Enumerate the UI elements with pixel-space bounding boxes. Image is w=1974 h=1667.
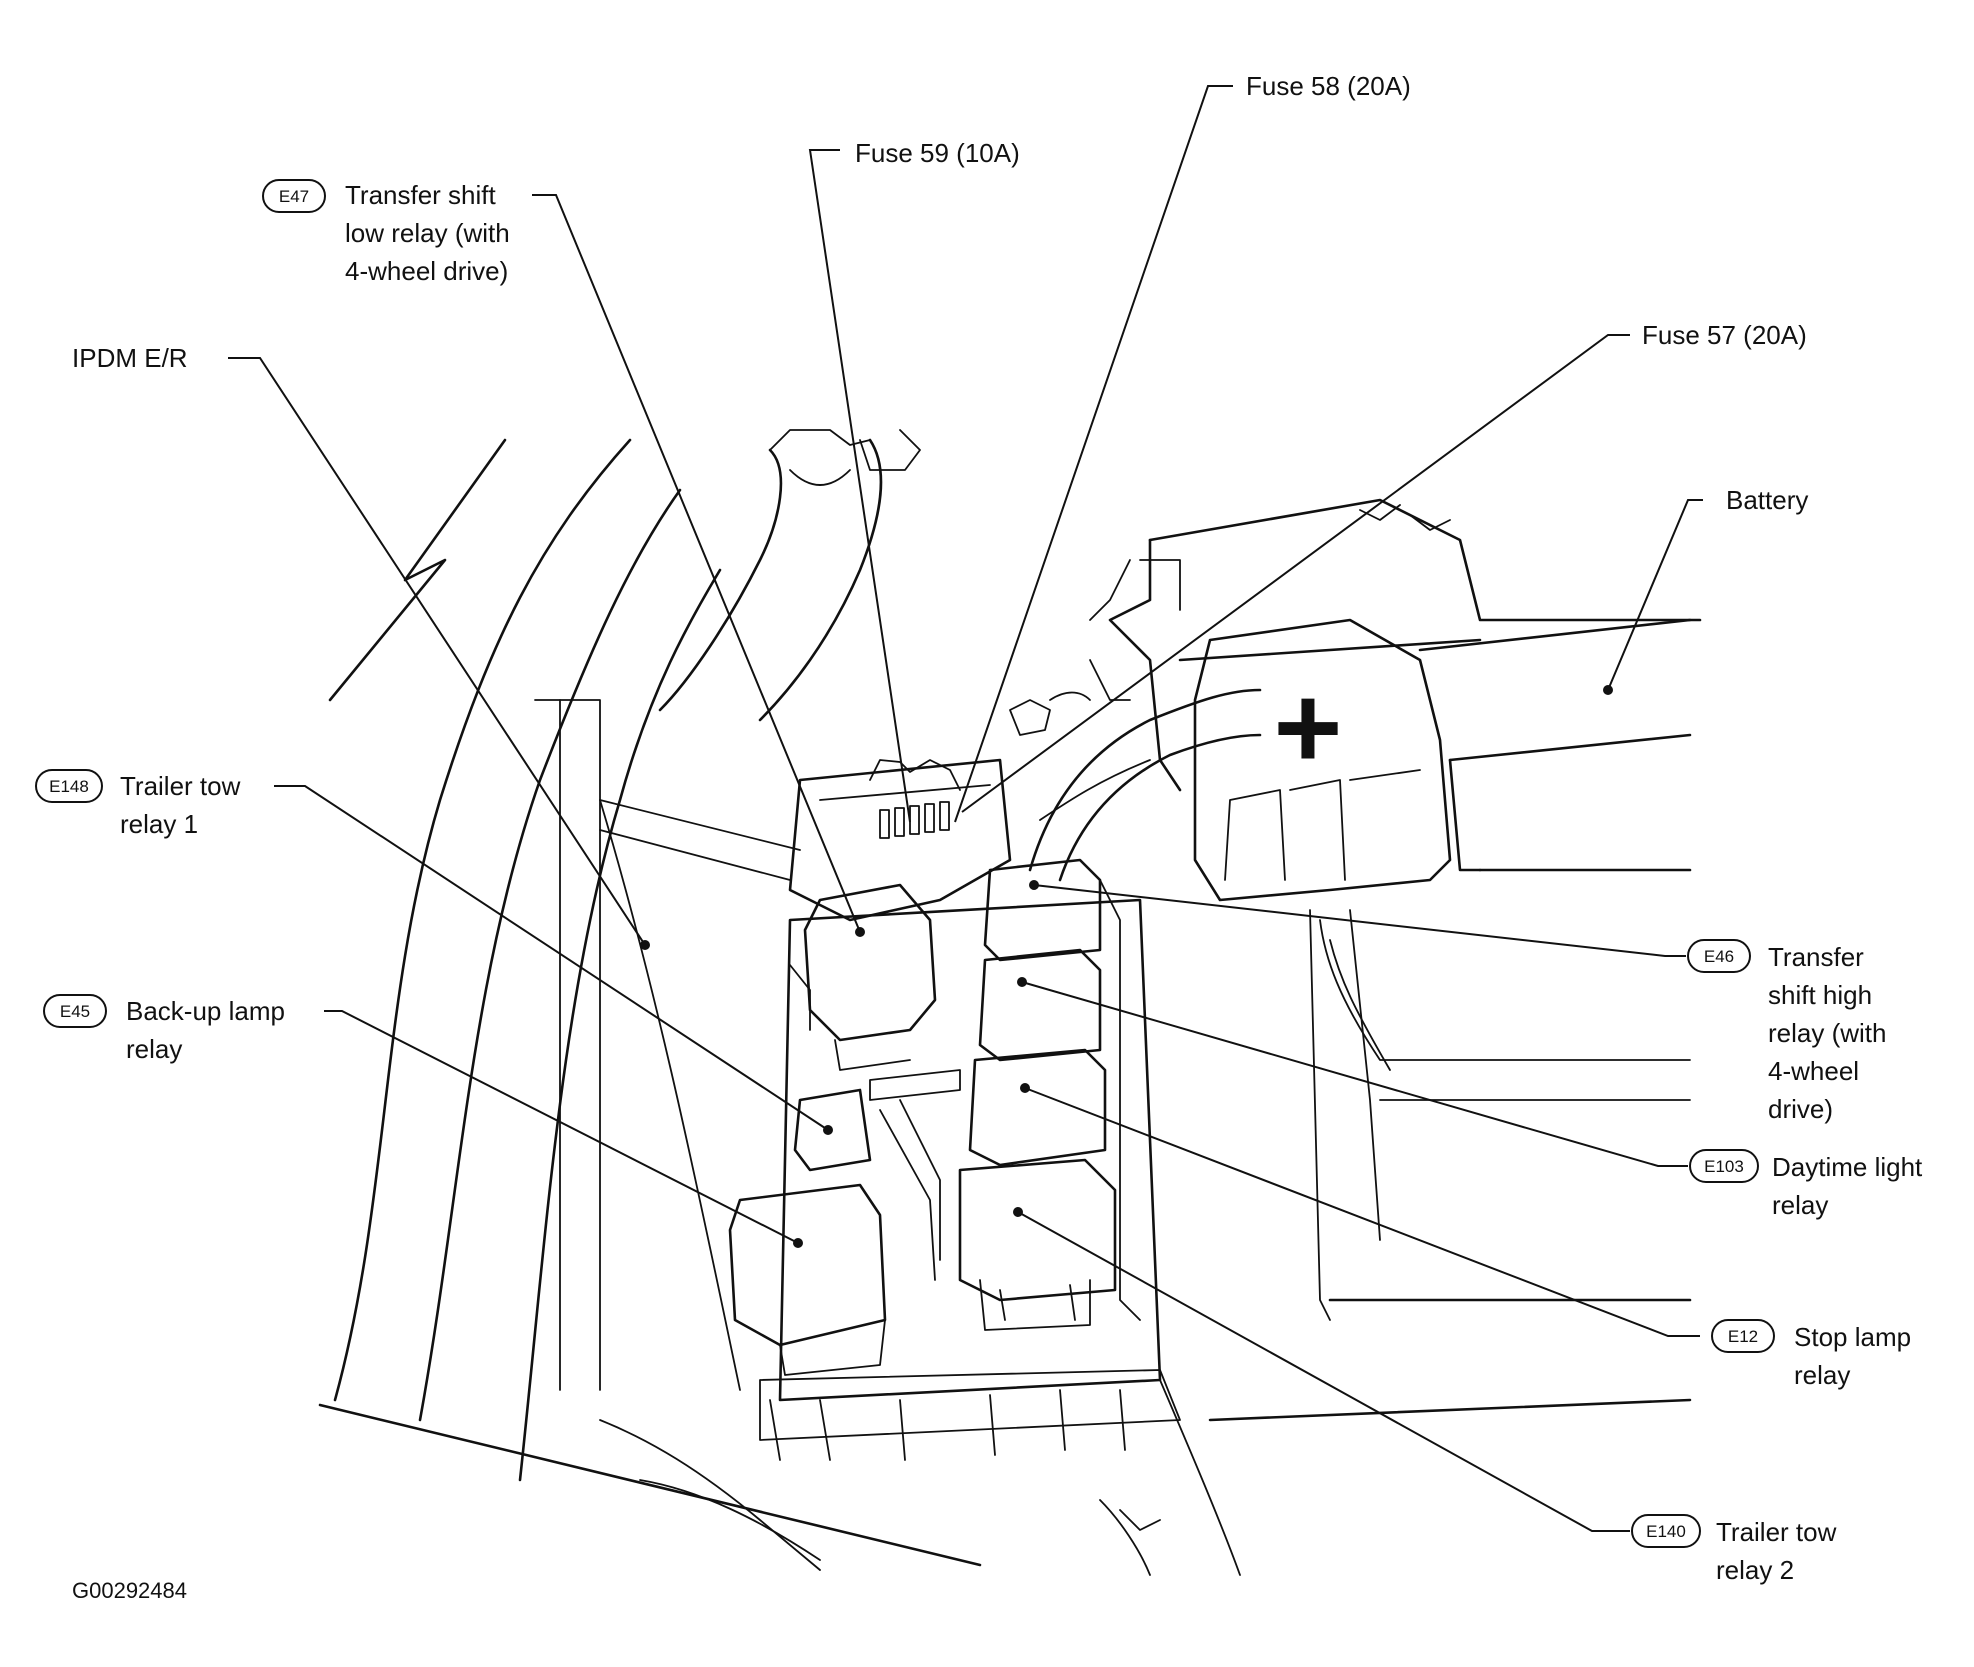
e47-callout: E47 Transfer shift low relay (with 4-whe… [262, 179, 510, 286]
e46-line-5: drive) [1768, 1094, 1833, 1124]
leader-e140 [1017, 1211, 1630, 1532]
e140-callout: E140 Trailer tow relay 2 [1631, 1514, 1837, 1585]
e103-line-1: Daytime light [1772, 1152, 1923, 1182]
leader-e46 [1033, 884, 1686, 957]
e47-dot [855, 927, 865, 937]
fuse58-label: Fuse 58 (20A) [1246, 71, 1411, 101]
e45-line-1: Back-up lamp [126, 996, 285, 1026]
e46-dot [1029, 880, 1039, 890]
e45-callout: E45 Back-up lamp relay [43, 994, 285, 1064]
e148-line-2: relay 1 [120, 809, 198, 839]
e45-code: E45 [60, 1002, 90, 1021]
e46-line-2: shift high [1768, 980, 1872, 1010]
e140-line-2: relay 2 [1716, 1555, 1794, 1585]
leader-e12 [1024, 1087, 1700, 1337]
e47-line-1: Transfer shift [345, 180, 497, 210]
leader-fuse58 [954, 85, 1233, 823]
engine-compartment-artwork [318, 429, 1702, 1576]
leader-ipdm [228, 357, 646, 946]
battery-positive-symbol: + [1274, 662, 1343, 794]
e46-line-3: relay (with [1768, 1018, 1886, 1048]
leader-e148 [274, 785, 829, 1131]
fuse57-label: Fuse 57 (20A) [1642, 320, 1807, 350]
e103-line-2: relay [1772, 1190, 1828, 1220]
e148-code: E148 [49, 777, 89, 796]
e12-dot [1020, 1083, 1030, 1093]
battery-dot [1603, 685, 1613, 695]
fuse59-label: Fuse 59 (10A) [855, 138, 1020, 168]
e46-badge [1687, 939, 1751, 973]
e45-badge [43, 994, 107, 1028]
e103-callout: E103 Daytime light relay [1689, 1149, 1923, 1220]
e148-line-1: Trailer tow [120, 771, 241, 801]
e140-code: E140 [1646, 1522, 1686, 1541]
e46-callout: E46 Transfer shift high relay (with 4-wh… [1687, 939, 1886, 1124]
leader-fuse57 [961, 334, 1630, 813]
leader-dots [640, 685, 1613, 1248]
figure-id: G00292484 [72, 1578, 187, 1603]
ipdm-label: IPDM E/R [72, 343, 188, 373]
e148-badge [35, 769, 103, 803]
e140-dot [1013, 1207, 1023, 1217]
e45-line-2: relay [126, 1034, 182, 1064]
leader-battery [1607, 499, 1703, 691]
e103-code: E103 [1704, 1157, 1744, 1176]
ipdm-dot [640, 940, 650, 950]
e103-badge [1689, 1149, 1759, 1183]
e103-dot [1017, 977, 1027, 987]
e46-line-4: 4-wheel [1768, 1056, 1859, 1086]
e140-line-1: Trailer tow [1716, 1517, 1837, 1547]
e12-line-1: Stop lamp [1794, 1322, 1911, 1352]
e12-badge [1711, 1319, 1775, 1353]
e140-badge [1631, 1514, 1701, 1548]
e46-code: E46 [1704, 947, 1734, 966]
e47-badge [262, 179, 326, 213]
leader-e45 [324, 1010, 799, 1244]
e47-code: E47 [279, 187, 309, 206]
e45-dot [793, 1238, 803, 1248]
leader-e103 [1021, 981, 1688, 1167]
e12-line-2: relay [1794, 1360, 1850, 1390]
e47-line-2: low relay (with [345, 218, 510, 248]
e47-line-3: 4-wheel drive) [345, 256, 508, 286]
e148-callout: E148 Trailer tow relay 1 [35, 769, 241, 839]
leader-e47 [532, 194, 861, 933]
e12-code: E12 [1728, 1327, 1758, 1346]
e12-callout: E12 Stop lamp relay [1711, 1319, 1911, 1390]
e148-dot [823, 1125, 833, 1135]
leader-lines [228, 85, 1703, 1532]
e46-line-1: Transfer [1768, 942, 1864, 972]
leader-fuse59 [808, 149, 911, 823]
battery-label: Battery [1726, 485, 1808, 515]
